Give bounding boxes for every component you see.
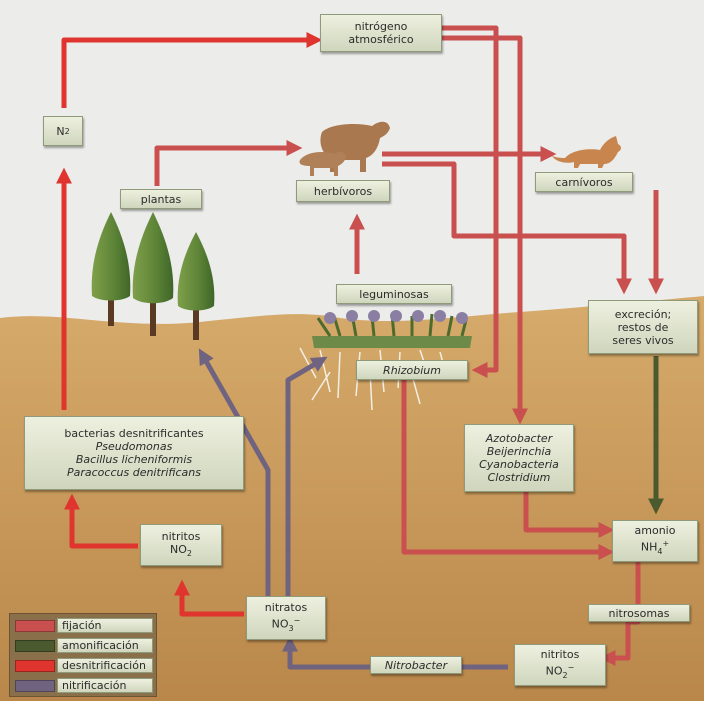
label-line: Azotobacter xyxy=(485,432,553,445)
label-line: atmosférico xyxy=(348,33,414,46)
herbivoros-box: herbívoros xyxy=(296,180,390,202)
label-line: nitritos xyxy=(540,648,580,662)
label-text: carnívoros xyxy=(555,175,613,189)
legend-swatch xyxy=(15,640,55,652)
arrow-nitratos-to-nitritos xyxy=(173,579,244,617)
arrow-herbivoros-to-excrecion xyxy=(382,161,633,295)
desnitrificacion-arrows xyxy=(55,31,323,617)
legend-swatch xyxy=(15,620,55,632)
arrow-n2-to-atmosferico xyxy=(61,31,323,108)
legend-item-amonificacion: amonificación xyxy=(15,638,153,654)
label-subscript: 4 xyxy=(657,546,663,556)
label-line: Paracoccus denitrificans xyxy=(67,466,201,479)
carnivore-illustration xyxy=(552,136,621,168)
legend-label: fijación xyxy=(57,618,153,633)
label-line: seres vivos xyxy=(612,333,674,347)
label-text: NH xyxy=(640,540,658,554)
label-text: NO xyxy=(271,617,289,631)
label-line: Beijerinchia xyxy=(486,445,552,458)
legend: fijación amonificación desnitrificación … xyxy=(9,613,157,697)
label-text: plantas xyxy=(140,192,182,206)
herbivores-illustration xyxy=(299,121,390,176)
legend-swatch xyxy=(15,660,55,672)
label-line: NH4+ xyxy=(641,537,669,558)
legend-label: desnitrificación xyxy=(57,658,153,673)
arrow-atmosferico-to-azotobacter xyxy=(442,35,529,425)
label-text: nitrosomas xyxy=(608,606,670,620)
nitritos-left-box: nitritos NO2 xyxy=(140,524,222,566)
nitrosomas-box: nitrosomas xyxy=(588,604,690,622)
legend-item-desnitrificacion: desnitrificación xyxy=(15,658,153,674)
excrecion-box: excreción; restos de seres vivos xyxy=(588,300,698,354)
label-subscript: 2 xyxy=(186,549,192,559)
nitratos-box: nitratos NO3− xyxy=(246,596,326,640)
fijacion-arrows xyxy=(154,25,665,667)
arrow-azotobacter-to-amonio xyxy=(523,490,615,539)
label-text: herbívoros xyxy=(313,184,373,198)
label-text: Rhizobium xyxy=(383,363,441,377)
label-charge: + xyxy=(662,539,670,549)
label-line: nitrógeno xyxy=(354,20,408,33)
label-line: nitritos xyxy=(161,529,201,543)
label-subscript: 2 xyxy=(562,670,568,680)
label-text: NO xyxy=(545,664,563,678)
arrow-nitratos-to-leguminosas xyxy=(285,356,328,596)
azotobacter-box: Azotobacter Beijerinchia Cyanobacteria C… xyxy=(464,424,574,492)
carnivoros-box: carnívoros xyxy=(535,172,633,192)
label-text: leguminosas xyxy=(359,287,429,301)
label-line: NO2 xyxy=(170,543,192,560)
trees-illustration xyxy=(91,212,215,340)
label-text: N xyxy=(56,124,65,138)
label-text: NO xyxy=(170,542,187,556)
rhizobium-box: Rhizobium xyxy=(356,360,468,380)
arrow-nitritos-to-bacterias xyxy=(63,493,138,549)
legend-item-nitrificacion: nitrificación xyxy=(15,678,153,694)
nitrogeno-atmosferico-box: nitrógeno atmosférico xyxy=(320,14,442,52)
label-line: Cyanobacteria xyxy=(479,458,559,471)
label-text: Nitrobacter xyxy=(384,658,448,672)
bacterias-desnitrificantes-box: bacterias desnitrificantes Pseudomonas B… xyxy=(24,416,244,490)
label-line: bacterias desnitrificantes xyxy=(64,427,204,440)
plantas-box: plantas xyxy=(120,189,202,209)
arrow-rhizobium-to-amonio xyxy=(401,378,615,561)
soil xyxy=(0,296,704,701)
nitrobacter-box: Nitrobacter xyxy=(370,656,462,674)
legend-swatch xyxy=(15,680,55,692)
label-line: Clostridium xyxy=(487,471,551,484)
arrow-nitratos-to-plantas xyxy=(198,348,271,596)
label-line: excreción; xyxy=(614,307,672,321)
legend-item-fijacion: fijación xyxy=(15,618,153,634)
label-line: amonio xyxy=(634,524,676,538)
nitritos-right-box: nitritos NO2− xyxy=(514,644,606,686)
amonio-box: amonio NH4+ xyxy=(612,520,698,562)
legend-label: nitrificación xyxy=(57,678,153,693)
label-line: nitratos xyxy=(264,601,308,615)
label-line: Pseudomonas xyxy=(95,440,173,453)
legend-label: amonificación xyxy=(57,638,153,653)
leguminosas-box: leguminosas xyxy=(336,284,452,304)
label-charge: − xyxy=(293,616,301,626)
arrow-amonio-to-nitritos xyxy=(599,560,641,667)
label-line: restos de xyxy=(617,320,669,334)
label-line: NO2− xyxy=(546,661,575,682)
label-subscript: 2 xyxy=(64,126,70,136)
arrow-plantas-to-herbivoros xyxy=(154,139,303,186)
label-subscript: 3 xyxy=(288,623,294,633)
label-line: Bacillus licheniformis xyxy=(75,453,193,466)
label-line: NO3− xyxy=(272,614,301,635)
arrow-atmosferico-to-rhizobium xyxy=(442,25,499,379)
label-charge: − xyxy=(567,663,575,673)
